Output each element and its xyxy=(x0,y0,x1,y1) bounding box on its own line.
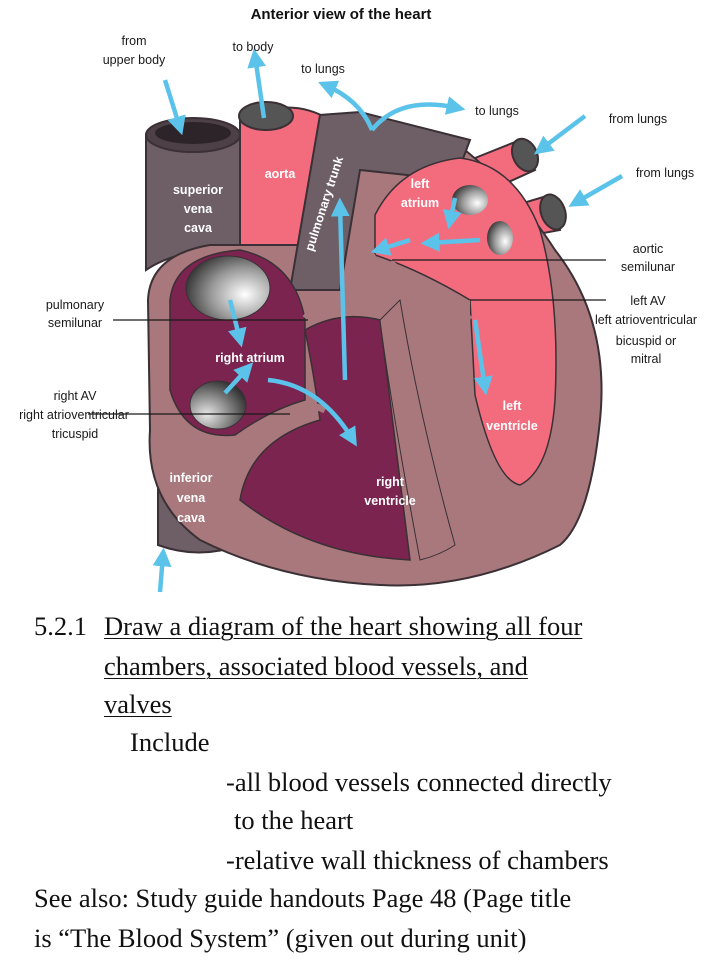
objective-heading-line2: chambers, associated blood vessels, and xyxy=(104,651,528,681)
pulmonary-valve xyxy=(302,305,333,320)
pointer-lines xyxy=(88,259,606,415)
outside-labels: from upper body to body to lungs to lung… xyxy=(19,34,697,441)
label-from-upper-body-1: from xyxy=(122,34,147,48)
label-right-av-2: right atrioventricular xyxy=(19,408,129,422)
include-item2: -relative wall thickness of chambers xyxy=(226,845,609,875)
label-ivc-2: vena xyxy=(177,491,207,505)
label-left-atrium-2: atrium xyxy=(401,196,439,210)
septum xyxy=(379,298,456,561)
aortic-valve xyxy=(369,253,397,271)
label-right-ventricle-1: right xyxy=(376,475,405,489)
label-ivc-1: inferior xyxy=(169,471,212,485)
label-right-av-3: tricuspid xyxy=(52,427,99,441)
include-label: Include xyxy=(130,727,210,757)
pulmonary-vein-opening-2 xyxy=(487,221,513,255)
label-from-lungs-1: from lungs xyxy=(609,112,667,126)
see-also-line2: is “The Blood System” (given out during … xyxy=(34,923,527,953)
label-left-ventricle-1: left xyxy=(503,399,523,413)
label-pulmonary-semilunar-1: pulmonary xyxy=(46,298,105,312)
tricuspid-valve xyxy=(282,402,327,418)
objective-heading-line3: valves xyxy=(104,689,172,719)
label-left-av-1: left AV xyxy=(630,294,666,308)
label-left-av-2: left atrioventricular xyxy=(595,313,697,327)
label-left-av-4: mitral xyxy=(631,352,662,366)
label-left-ventricle-2: ventricle xyxy=(486,419,537,433)
include-item1-line2: to the heart xyxy=(234,805,354,835)
label-right-av-1: right AV xyxy=(54,389,98,403)
label-to-body: to body xyxy=(232,40,274,54)
see-also-line1: See also: Study guide handouts Page 48 (… xyxy=(34,883,572,913)
label-left-atrium-1: left xyxy=(411,177,431,191)
objective-heading-line1: Draw a diagram of the heart showing all … xyxy=(104,611,583,641)
label-left-av-3: bicuspid or xyxy=(616,334,676,348)
blood-flow-arrows xyxy=(152,48,624,593)
label-svc-3: cava xyxy=(184,221,213,235)
include-item1-line1: -all blood vessels connected directly xyxy=(226,767,612,797)
label-pulmonary-semilunar-2: semilunar xyxy=(48,316,102,330)
label-to-lungs-1: to lungs xyxy=(301,62,345,76)
label-aortic-2: semilunar xyxy=(621,260,675,274)
mitral-valve xyxy=(454,299,473,322)
label-svc-2: vena xyxy=(184,202,214,216)
diagram-title: Anterior view of the heart xyxy=(251,6,432,23)
objective-number: 5.2.1 xyxy=(34,611,87,641)
heart-diagram: Anterior view of the heart xyxy=(19,6,697,593)
right-atrium-chamber xyxy=(169,249,306,437)
label-svc-1: superior xyxy=(173,183,223,197)
label-to-lungs-2: to lungs xyxy=(475,104,519,118)
pulmonary-vein-opening-1 xyxy=(452,185,488,215)
label-from-upper-body-2: upper body xyxy=(103,53,166,67)
objective-text: 5.2.1 Draw a diagram of the heart showin… xyxy=(0,600,728,971)
label-aorta: aorta xyxy=(265,167,297,181)
label-right-ventricle-2: ventricle xyxy=(364,494,415,508)
label-from-lungs-2: from lungs xyxy=(636,166,694,180)
label-right-atrium: right atrium xyxy=(215,351,284,365)
label-aortic-1: aortic xyxy=(633,242,664,256)
label-ivc-3: cava xyxy=(177,511,206,525)
